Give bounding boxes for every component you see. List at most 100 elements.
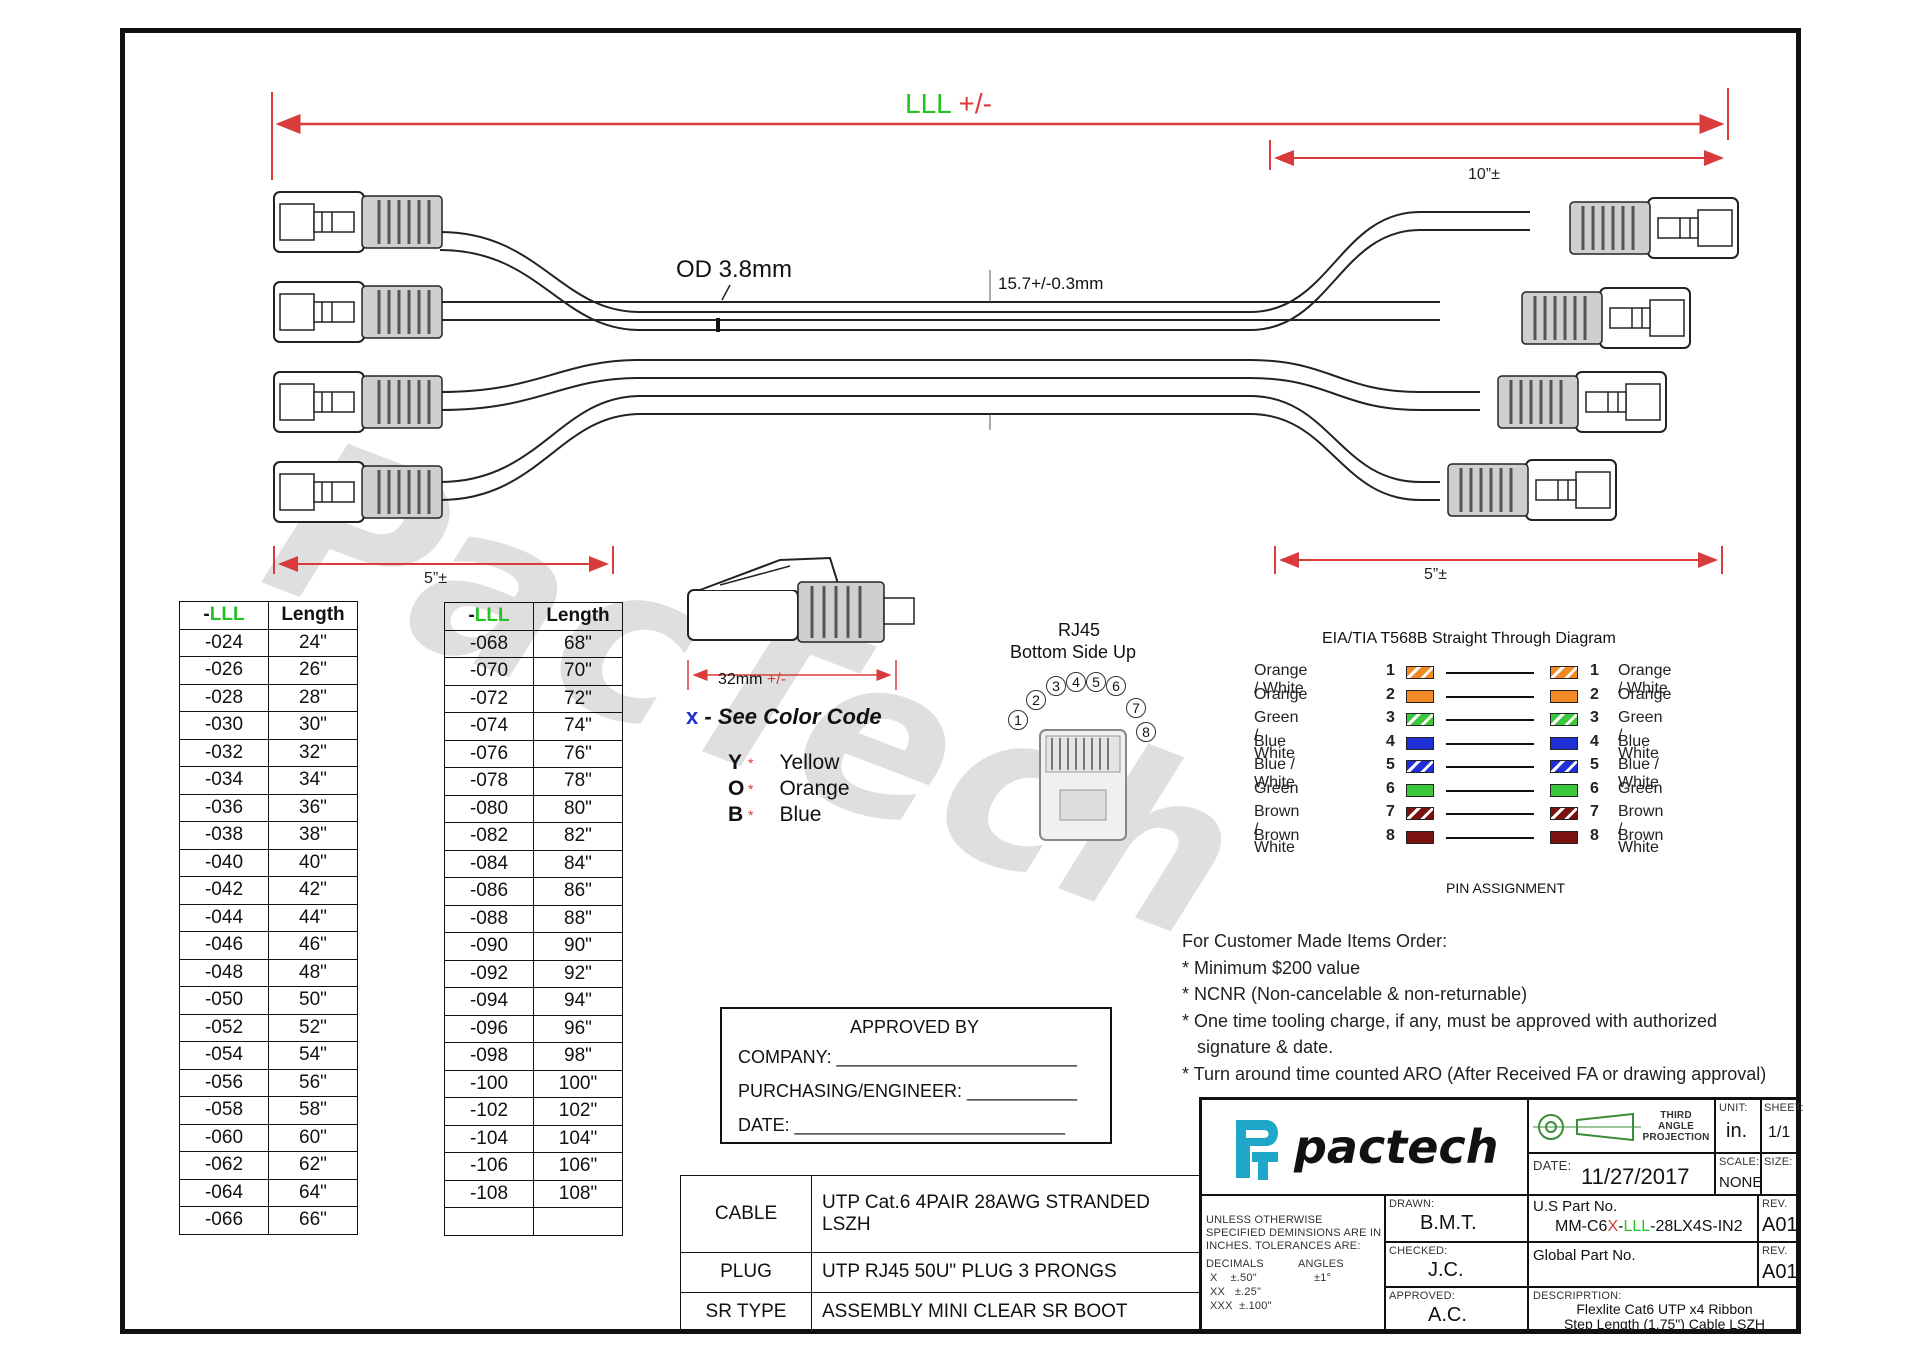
length-value-cell: 60" [268,1123,358,1152]
unit-label: UNIT: [1719,1102,1748,1114]
unit-value: in. [1726,1120,1748,1142]
part-lll: LLL [1623,1218,1651,1235]
approval-box: APPROVED BY COMPANY: ___________________… [720,1007,1112,1144]
color-marker: x [686,704,699,729]
length-code-cell: -092 [444,959,534,988]
checked-cell: CHECKED: J.C. [1385,1242,1528,1287]
pin-number-left: 8 [1386,827,1395,844]
length-value-cell: 62" [268,1151,358,1180]
pin-name-right: Orange / White [1618,662,1672,697]
pin-callout: 4 [1066,672,1086,692]
wire-color-left [1406,737,1434,750]
color-code-title: x - See Color Code [686,704,882,730]
left-bottom-dim: 5”± [424,570,448,587]
wire-line [1446,672,1534,674]
wire-color-right [1550,737,1578,750]
pin-number-left: 1 [1386,662,1395,679]
length-value-cell: 88" [533,904,623,933]
length-value-cell: 54" [268,1041,358,1070]
table-header-code: -LLL [179,601,269,630]
wire-color-right [1550,831,1578,844]
size-label: SIZE: [1764,1156,1793,1168]
color-item: O*Orange [728,776,850,802]
wire-color-right [1550,666,1578,679]
table-header-code: -LLL [444,602,534,631]
length-value-cell: 26" [268,656,358,685]
length-value-cell: 68" [533,629,623,658]
pin-name-left: Brown [1254,827,1300,844]
desc-label: DESCRIPRTION: [1533,1290,1622,1302]
size-cell: SIZE: [1761,1153,1799,1195]
date-cell: DATE: 11/27/2017 [1528,1153,1715,1195]
checked-label: CHECKED: [1389,1245,1448,1257]
approval-title: APPROVED BY [850,1017,980,1037]
pin-number-right: 4 [1590,733,1599,750]
pin-name-left: Orange [1254,686,1308,703]
pin-callout: 8 [1136,722,1156,742]
desc-line-1: Flexlite Cat6 UTP x4 Ribbon [1576,1301,1753,1317]
desc-line-2: Step Length (1.75") Cable LSZH [1563,1316,1766,1332]
approved-value: A.C. [1428,1304,1467,1326]
pin-name-left: Blue [1254,733,1287,750]
rev2-label: REV. [1762,1245,1788,1257]
length-code-cell: -074 [444,712,534,741]
spec-label: CABLE [680,1174,812,1254]
od-label: OD 3.8mm [676,256,793,283]
drawn-value: B.M.T. [1420,1212,1477,1234]
rev2-value: A01 [1762,1261,1798,1283]
header-prefix: - [203,604,210,626]
length-code-cell: -050 [179,986,269,1015]
decimals-label: DECIMALS [1206,1258,1264,1270]
drawing-frame [120,28,1801,1334]
length-value-cell: 70" [533,657,623,686]
length-code-cell: -062 [179,1151,269,1180]
table-header-length: Length [268,601,358,630]
pin-name-right: Green [1618,780,1663,797]
wire-color-left [1406,666,1434,679]
pin-name-left: Green [1254,780,1299,797]
spec-row: PLUG UTP RJ45 50U" PLUG 3 PRONGS [680,1252,1200,1293]
length-value-cell [533,1207,623,1236]
color-name: Yellow [779,751,840,774]
length-code-cell: -038 [179,821,269,850]
pin-number-right: 8 [1590,827,1599,844]
wire-line [1446,743,1534,745]
length-value-cell: 102" [533,1097,623,1126]
wire-color-right [1550,784,1578,797]
approved-label: APPROVED: [1389,1290,1455,1302]
tol-x: X ±.50" [1210,1272,1257,1284]
color-asterisk: * [748,807,754,823]
pinout-footer: PIN ASSIGNMENT [1446,880,1566,896]
pinout-title: EIA/TIA T568B Straight Through Diagram [1322,630,1616,647]
global-part-label: Global Part No. [1533,1247,1636,1264]
pin-name-left: Blue / White [1254,756,1295,791]
pin-callout: 5 [1086,672,1106,692]
approval-purchasing: PURCHASING/ENGINEER: ___________ [738,1081,1078,1101]
part-suffix: -28LX4S-IN2 [1650,1218,1743,1235]
color-name: Orange [779,777,850,800]
rev-label: REV. [1762,1198,1788,1210]
angles-label: ANGLES [1298,1258,1344,1270]
header-code: LLL [474,605,510,627]
approved-cell: APPROVED: A.C. [1385,1287,1528,1332]
rev-value: A01 [1762,1214,1798,1236]
length-value-cell: 64" [268,1178,358,1207]
length-value-cell: 108" [533,1179,623,1208]
part-dash: - [1618,1218,1624,1235]
